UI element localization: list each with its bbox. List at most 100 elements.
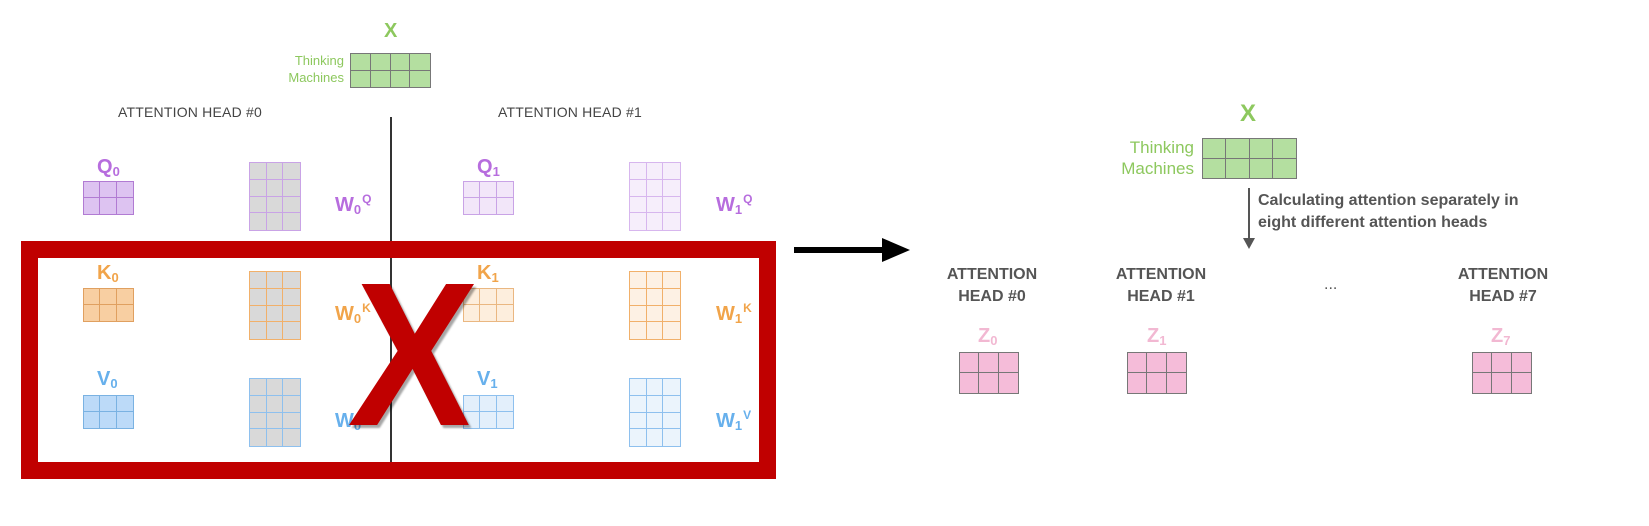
ellipsis: ... xyxy=(1324,276,1338,293)
matrix-cell xyxy=(480,198,497,214)
matrix-cell xyxy=(100,396,117,412)
matrix-cell xyxy=(464,396,481,412)
matrix-cell xyxy=(1147,373,1167,393)
matrix-cell xyxy=(630,196,647,214)
matrix-cell xyxy=(496,182,513,198)
matrix-cell xyxy=(496,289,513,305)
matrix-cell xyxy=(1203,139,1227,159)
matrix-cell xyxy=(1166,353,1186,373)
matrix-cell xyxy=(283,396,300,413)
matrix-cell xyxy=(267,322,284,339)
w1v-label: W1V xyxy=(716,408,752,433)
v0-label: V0 xyxy=(97,368,118,391)
matrix-cell xyxy=(370,54,391,71)
input-word-machines: Machines xyxy=(288,70,344,85)
matrix-cell xyxy=(630,429,647,446)
matrix-cell xyxy=(283,413,300,430)
matrix-cell xyxy=(84,305,101,321)
w1q-matrix xyxy=(629,162,681,231)
w1q-label: W1Q xyxy=(716,192,753,217)
k0-matrix xyxy=(83,288,134,322)
head-0-title: ATTENTION HEAD #0 xyxy=(118,104,262,120)
matrix-cell xyxy=(250,322,267,339)
matrix-cell xyxy=(283,163,300,180)
matrix-cell xyxy=(250,288,267,306)
matrix-cell xyxy=(998,353,1018,373)
matrix-cell xyxy=(663,272,680,289)
matrix-cell xyxy=(630,163,647,180)
matrix-cell xyxy=(663,289,680,306)
matrix-cell xyxy=(1492,373,1512,393)
matrix-cell xyxy=(283,306,300,323)
matrix-cell xyxy=(663,396,680,413)
matrix-cell xyxy=(663,163,680,180)
matrix-cell xyxy=(464,305,481,321)
down-arrow-icon xyxy=(1243,188,1255,249)
matrix-cell xyxy=(266,379,284,396)
right-input-words: Thinking Machines xyxy=(1100,137,1194,179)
matrix-cell xyxy=(283,197,300,214)
matrix-cell xyxy=(267,213,284,230)
matrix-cell xyxy=(464,412,481,428)
process-note: Calculating attention separately in eigh… xyxy=(1258,190,1519,234)
right-head-0-line2: HEAD #0 xyxy=(958,288,1026,305)
right-input-word-thinking: Thinking xyxy=(1129,138,1194,157)
matrix-cell xyxy=(630,272,647,289)
matrix-cell xyxy=(410,71,430,88)
matrix-cell xyxy=(267,429,284,446)
matrix-cell xyxy=(266,288,284,306)
matrix-cell xyxy=(371,70,391,87)
matrix-cell xyxy=(283,180,300,197)
matrix-cell xyxy=(480,305,497,321)
matrix-cell xyxy=(1512,373,1531,393)
w0v-matrix xyxy=(249,378,301,447)
matrix-cell xyxy=(630,395,647,413)
matrix-cell xyxy=(250,395,267,413)
matrix-cell xyxy=(1167,373,1186,393)
matrix-cell xyxy=(283,379,300,396)
matrix-cell xyxy=(630,288,647,306)
right-head-0-line1: ATTENTION xyxy=(946,266,1038,283)
matrix-cell xyxy=(630,322,647,339)
right-head-7-line2: HEAD #7 xyxy=(1469,288,1537,305)
matrix-cell xyxy=(351,70,371,87)
matrix-cell xyxy=(630,412,647,430)
matrix-cell xyxy=(266,412,284,430)
matrix-cell xyxy=(250,179,267,197)
matrix-cell xyxy=(647,213,664,230)
w1k-matrix xyxy=(629,271,681,340)
matrix-cell xyxy=(464,289,481,305)
matrix-cell xyxy=(100,305,117,321)
matrix-cell xyxy=(410,54,430,71)
matrix-cell xyxy=(646,412,664,430)
matrix-cell xyxy=(480,412,497,428)
cross-mark: X xyxy=(344,240,483,469)
matrix-cell xyxy=(496,396,513,412)
right-head-0-title: ATTENTION HEAD #0 xyxy=(937,264,1047,308)
matrix-cell xyxy=(1226,158,1250,178)
matrix-cell xyxy=(283,272,300,289)
matrix-cell xyxy=(84,289,101,305)
matrix-cell xyxy=(663,180,680,197)
matrix-cell xyxy=(1249,139,1273,159)
w1v-matrix xyxy=(629,378,681,447)
matrix-cell xyxy=(100,412,117,428)
matrix-cell xyxy=(663,306,680,323)
matrix-cell xyxy=(663,213,680,230)
matrix-cell xyxy=(630,305,647,323)
w0k-matrix xyxy=(249,271,301,340)
matrix-cell xyxy=(646,163,664,180)
w1k-label: W1K xyxy=(716,301,752,326)
matrix-cell xyxy=(646,196,664,214)
input-words: Thinking Machines xyxy=(270,52,344,86)
matrix-cell xyxy=(266,179,284,197)
matrix-cell xyxy=(1250,158,1273,178)
matrix-cell xyxy=(84,396,101,412)
q0-matrix xyxy=(83,181,134,215)
matrix-cell xyxy=(1147,353,1167,373)
matrix-cell xyxy=(117,198,133,214)
matrix-cell xyxy=(999,373,1018,393)
right-head-7-title: ATTENTION HEAD #7 xyxy=(1448,264,1558,308)
matrix-cell xyxy=(250,412,267,430)
z0-matrix xyxy=(959,352,1019,394)
